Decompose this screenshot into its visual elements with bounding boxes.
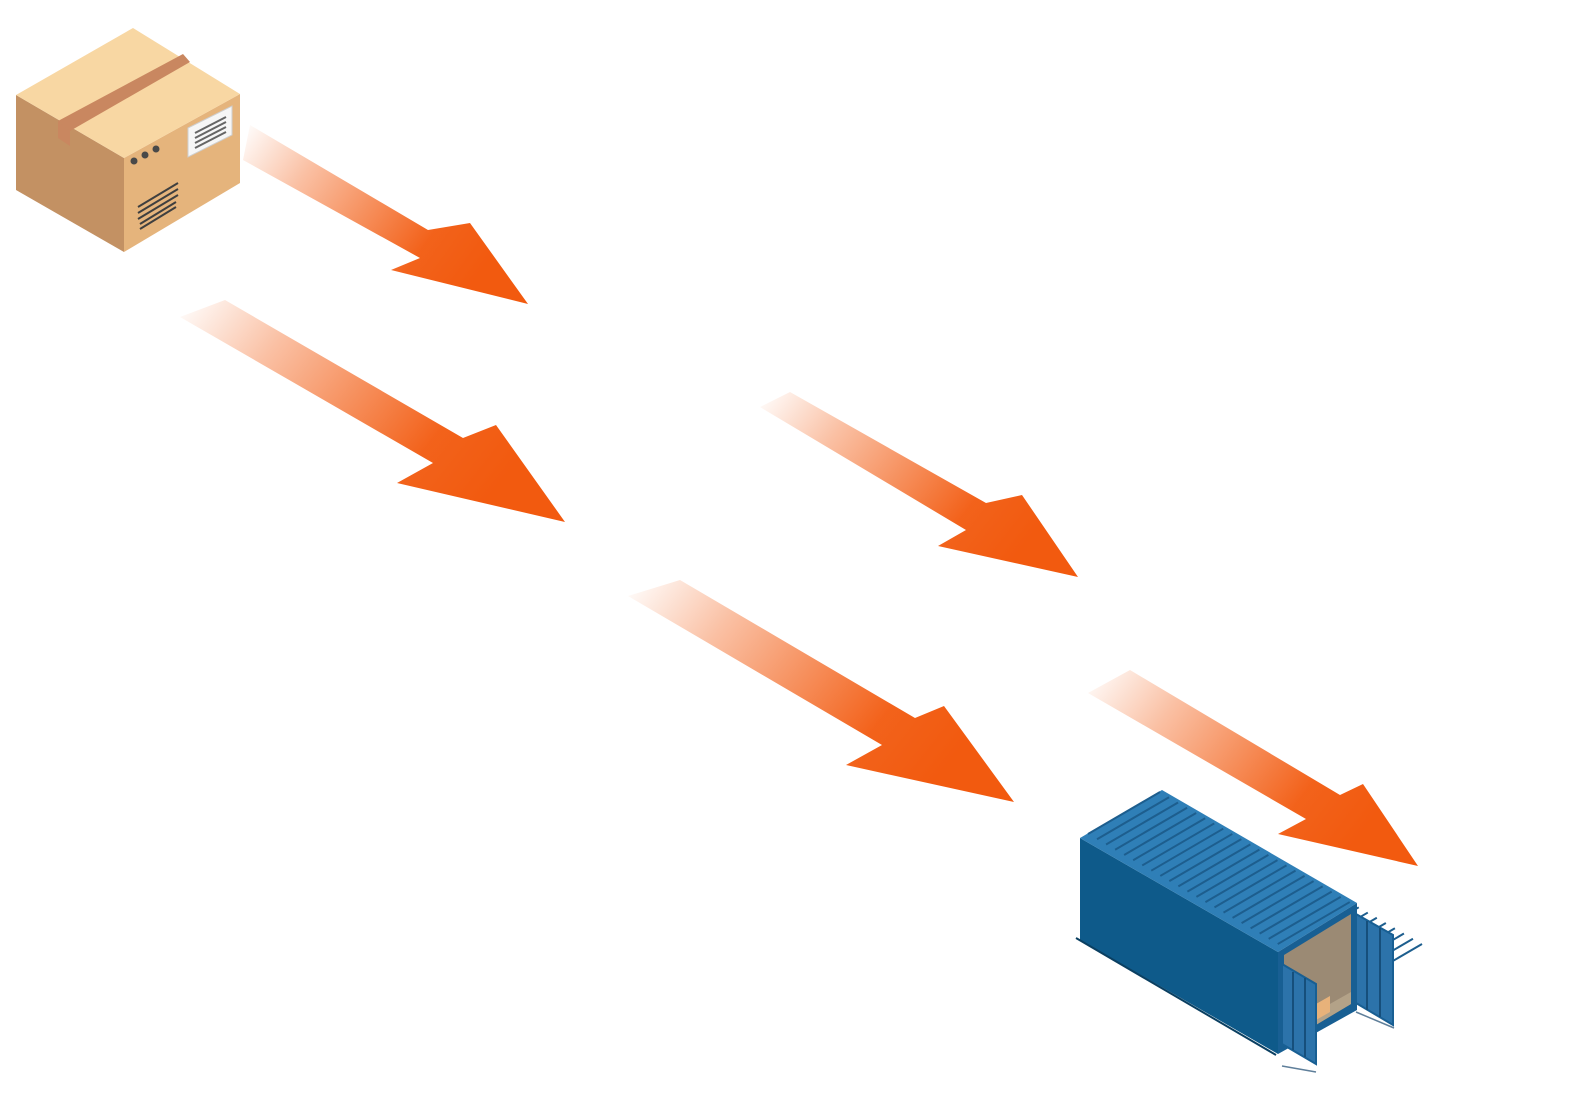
arrow-4-icon bbox=[628, 580, 1014, 802]
container-rib bbox=[1096, 796, 1170, 841]
container-door-shadow-1 bbox=[1281, 1065, 1317, 1073]
arrow-2-icon bbox=[180, 300, 565, 522]
cardboard-box-icon bbox=[16, 28, 240, 252]
container-rib bbox=[1114, 806, 1188, 851]
container-rib bbox=[1141, 822, 1215, 867]
box-tape-side bbox=[58, 121, 70, 146]
container-rib bbox=[1177, 843, 1251, 888]
shipping-container-icon bbox=[1075, 790, 1423, 1073]
container-cargo-box-icon bbox=[1316, 996, 1330, 1020]
container-door-bars bbox=[1292, 921, 1381, 1057]
container-rib bbox=[1150, 827, 1224, 872]
container-rib bbox=[1250, 885, 1324, 930]
container-rib bbox=[1277, 901, 1351, 945]
arrow-group bbox=[180, 125, 1418, 866]
container-rib bbox=[1087, 791, 1161, 835]
box-tape-top bbox=[58, 54, 190, 131]
arrow-3-icon bbox=[760, 392, 1078, 577]
container-left-door bbox=[1281, 962, 1317, 1066]
container-base-shadow bbox=[1075, 937, 1277, 1056]
container-rib bbox=[1223, 869, 1297, 914]
arrow-5-icon bbox=[1088, 670, 1418, 866]
container-rib bbox=[1268, 895, 1342, 940]
container-rib bbox=[1259, 890, 1333, 935]
container-rib bbox=[1132, 817, 1206, 862]
box-left-face bbox=[16, 95, 124, 252]
box-shipping-label bbox=[187, 105, 233, 158]
box-dots bbox=[130, 145, 160, 165]
container-rib bbox=[1168, 838, 1242, 883]
container-left-side bbox=[1080, 838, 1278, 1054]
container-door-shadow-2 bbox=[1355, 1011, 1395, 1029]
container-rib bbox=[1123, 812, 1197, 856]
container-rib bbox=[1159, 833, 1233, 877]
container-right-door bbox=[1355, 912, 1394, 1027]
container-rib bbox=[1195, 854, 1269, 898]
arrow-1-icon bbox=[243, 125, 528, 304]
container-rib bbox=[1232, 874, 1306, 919]
container-rib bbox=[1241, 880, 1315, 924]
box-barcode bbox=[137, 182, 179, 230]
container-rib bbox=[1186, 848, 1260, 893]
container-rib bbox=[1105, 801, 1179, 846]
container-rib bbox=[1213, 864, 1287, 909]
container-rib bbox=[1204, 859, 1278, 904]
